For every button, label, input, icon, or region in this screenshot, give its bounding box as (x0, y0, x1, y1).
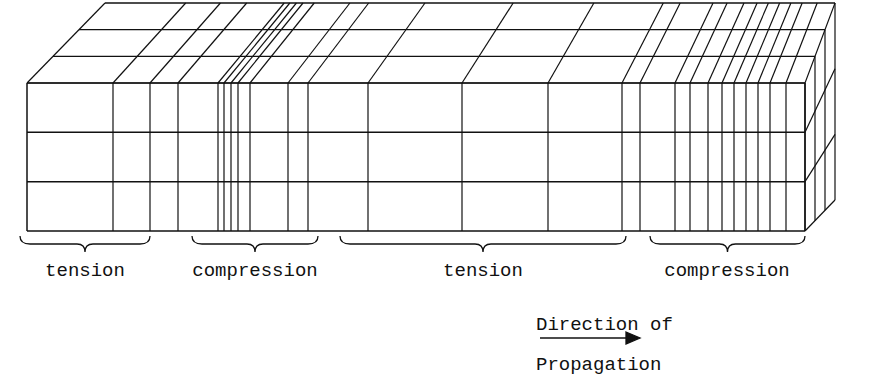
brace (192, 236, 318, 252)
grid-line (622, 3, 663, 83)
grid-line (287, 83, 288, 231)
grid-line (368, 3, 425, 83)
brace (340, 236, 626, 252)
grid-line (237, 83, 238, 231)
grid-line (805, 3, 835, 83)
grid-line (113, 3, 186, 83)
region-label: compression (192, 260, 317, 282)
grid-line (230, 83, 231, 231)
grid-line (150, 3, 220, 83)
region-label: tension (45, 260, 125, 282)
grid-line (231, 3, 296, 83)
brace (650, 236, 805, 252)
grid-line (250, 3, 314, 83)
grid-line (177, 83, 178, 231)
grid-line (805, 200, 835, 231)
grid-line (367, 83, 368, 231)
grid-line (804, 83, 806, 231)
grid-line (733, 83, 734, 231)
grid-line (690, 3, 727, 83)
grid-line (217, 83, 218, 231)
grid-line (745, 83, 746, 231)
grid-line (757, 83, 758, 231)
grid-line (721, 83, 722, 231)
grid-line (824, 30, 825, 211)
grid-line (675, 3, 713, 83)
grid-line (27, 181, 805, 183)
grid-line (105, 2, 835, 4)
region-label: tension (443, 260, 523, 282)
grid-line (769, 83, 770, 231)
grid-line (288, 3, 350, 83)
grid-line (218, 3, 284, 83)
grid-line (224, 3, 290, 83)
grid-line (308, 3, 369, 83)
grid-line (639, 83, 640, 231)
grid-line (804, 83, 805, 231)
grid-line (814, 56, 815, 220)
grid-line (689, 83, 690, 231)
grid-line (149, 83, 150, 231)
grid-line (238, 3, 303, 83)
region-label: compression (664, 260, 789, 282)
direction-arrow (540, 337, 638, 338)
grid-line (27, 82, 805, 83)
grid-line (640, 3, 680, 83)
grid-line (112, 83, 113, 231)
grid-line (674, 83, 675, 231)
grid-line (27, 230, 805, 232)
grid-line (53, 56, 815, 57)
grid-line (79, 29, 825, 30)
grid-line (462, 3, 513, 83)
grid-line (223, 83, 224, 231)
grid-line (547, 83, 548, 231)
grid-line (27, 82, 805, 84)
grid-line (307, 83, 308, 231)
grid-line (805, 69, 835, 133)
grid-line (786, 3, 817, 83)
grid-line (834, 3, 835, 200)
grid-line (249, 83, 250, 231)
grid-line (770, 3, 802, 83)
grid-line (785, 83, 786, 231)
grid-line (26, 83, 28, 231)
brace (20, 236, 150, 252)
grid-line (178, 3, 247, 83)
grid-line (461, 83, 462, 231)
grid-line (27, 3, 105, 83)
grid-line (707, 83, 708, 231)
grid-line (621, 83, 622, 231)
grid-line (548, 3, 594, 83)
grid-line (27, 132, 805, 134)
direction-label: Direction of Propagation (536, 305, 681, 385)
grid-line (805, 134, 835, 181)
